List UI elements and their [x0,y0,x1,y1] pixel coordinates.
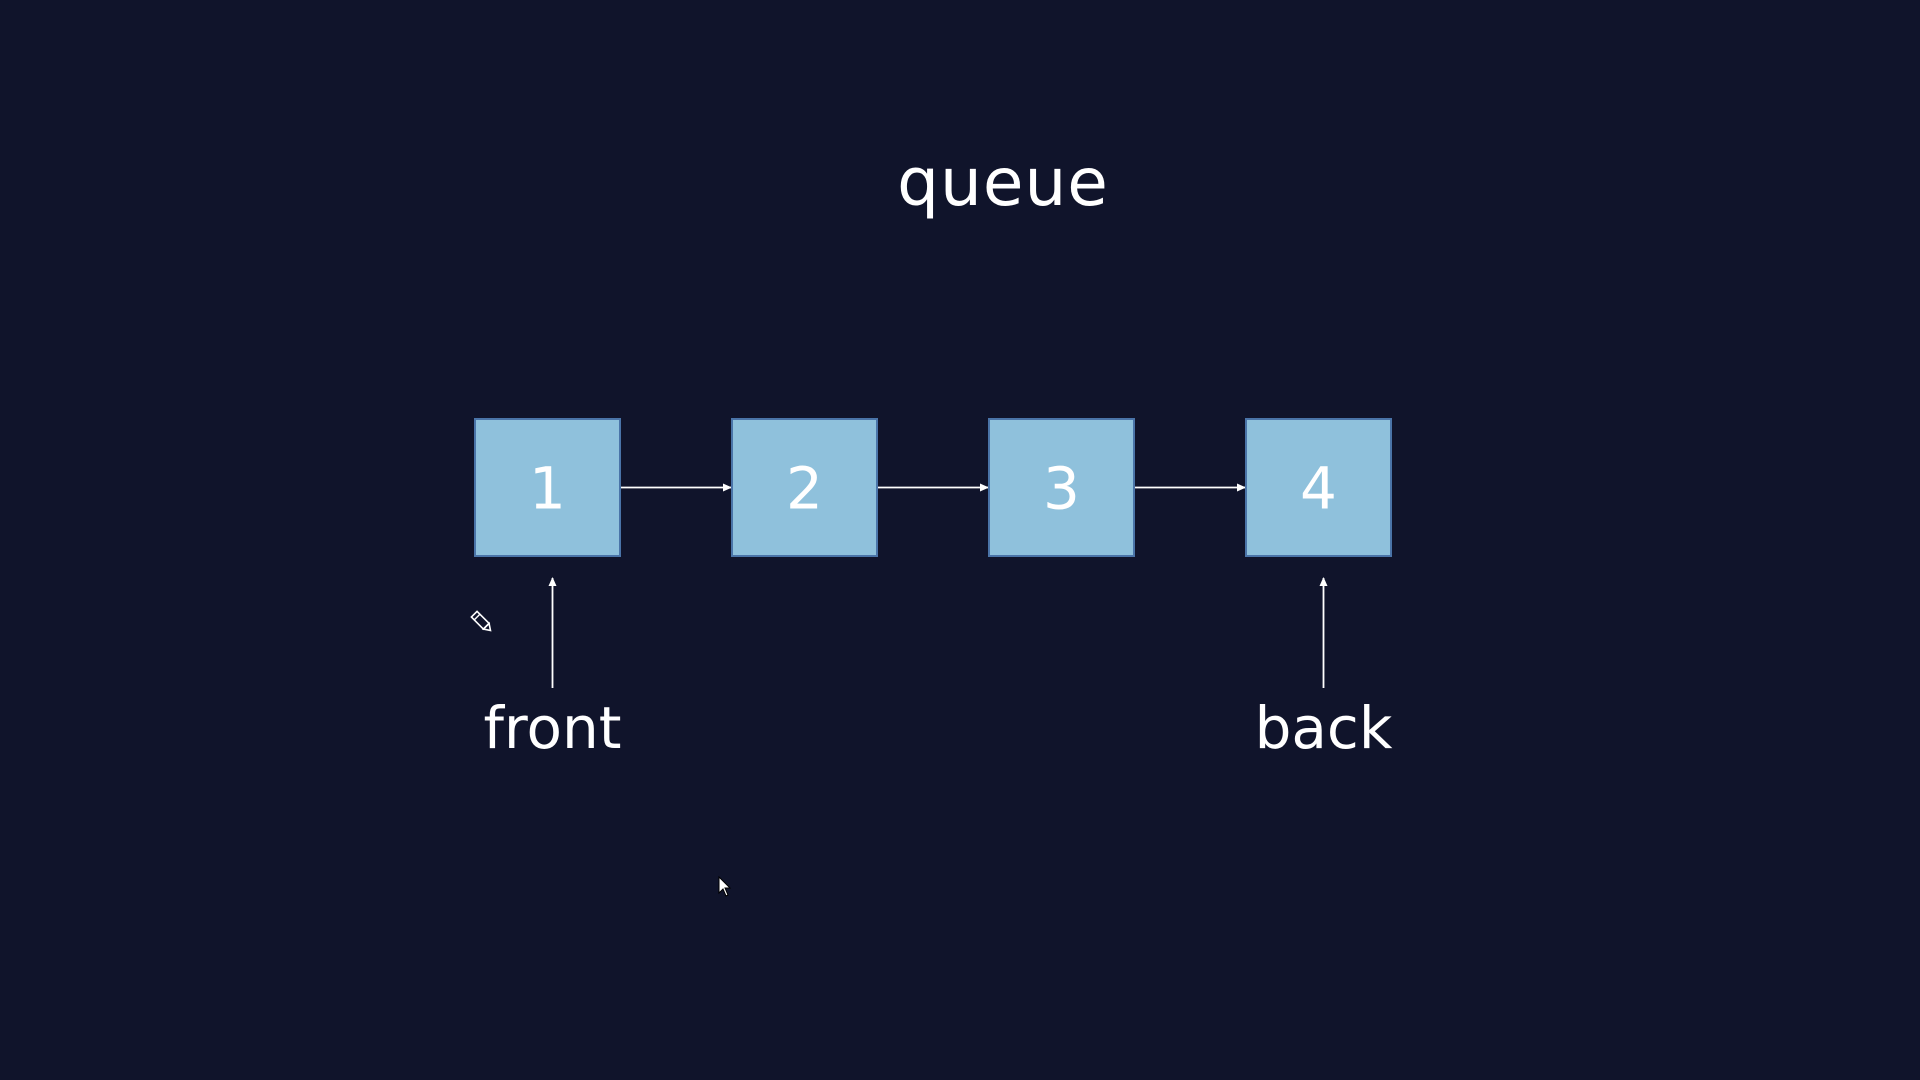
queue-node-label: 3 [1043,455,1080,523]
back-label: back [1255,694,1393,762]
mouse-pointer-icon [718,876,732,897]
queue-node-box [731,418,878,557]
pencil-icon[interactable] [468,608,496,636]
queue-node: 4 [1245,418,1392,557]
queue-node-box [474,418,621,557]
front-label: front [484,694,622,762]
queue-node: 1 [474,418,621,557]
queue-node-label: 2 [786,455,823,523]
queue-node: 2 [731,418,878,557]
queue-node-box [1245,418,1392,557]
queue-node: 3 [988,418,1135,557]
slide-title: queue [897,144,1109,221]
queue-node-label: 4 [1300,455,1337,523]
queue-node-label: 1 [529,455,566,523]
queue-node-box [988,418,1135,557]
